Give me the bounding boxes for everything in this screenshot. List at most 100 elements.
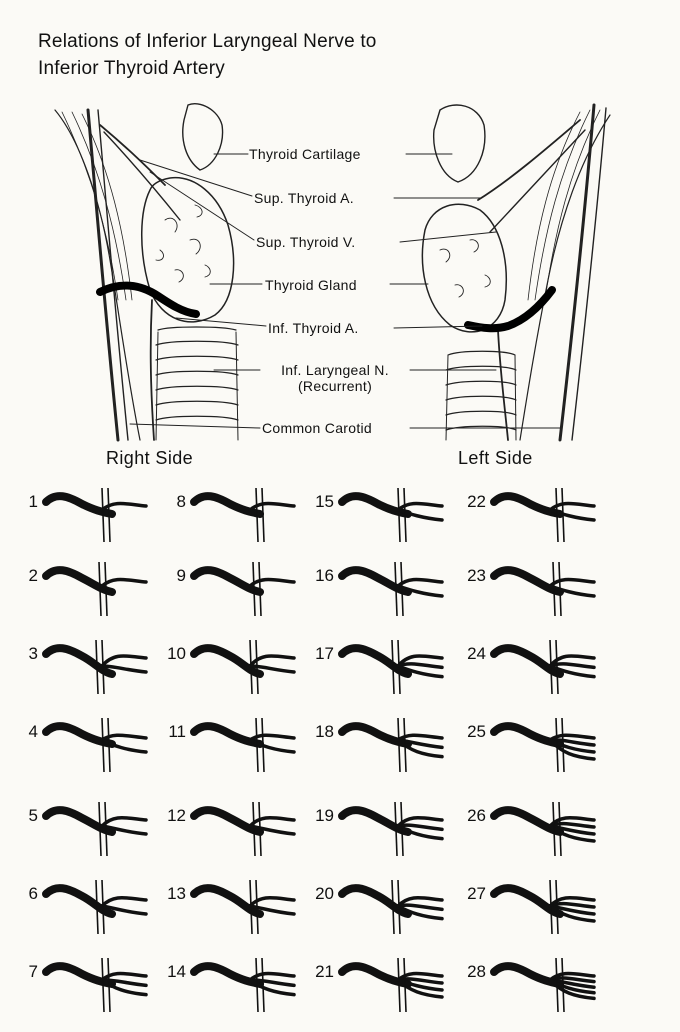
variation-number: 9 xyxy=(176,566,186,585)
variation-9: 9 xyxy=(160,560,310,620)
artery-nerve-sketch xyxy=(338,487,444,543)
variation-number: 27 xyxy=(467,884,486,903)
variation-number: 1 xyxy=(28,492,38,511)
artery-nerve-sketch xyxy=(42,717,148,773)
artery-nerve-sketch xyxy=(490,801,596,857)
variation-20: 20 xyxy=(308,878,458,938)
artery-nerve-sketch xyxy=(490,487,596,543)
variation-number: 10 xyxy=(167,644,186,663)
variation-26: 26 xyxy=(460,800,610,860)
variation-4: 4 xyxy=(12,716,162,776)
variation-11: 11 xyxy=(160,716,310,776)
variation-1: 1 xyxy=(12,486,162,546)
artery-nerve-sketch xyxy=(490,561,596,617)
variation-23: 23 xyxy=(460,560,610,620)
artery-nerve-sketch xyxy=(42,957,148,1013)
artery-nerve-sketch xyxy=(490,879,596,935)
label-nerve-line-2: (Recurrent) xyxy=(297,378,373,394)
variation-number: 28 xyxy=(467,962,486,981)
artery-nerve-sketch xyxy=(338,561,444,617)
artery-nerve-sketch xyxy=(338,879,444,935)
artery-nerve-sketch xyxy=(338,639,444,695)
artery-nerve-sketch xyxy=(190,561,296,617)
variation-25: 25 xyxy=(460,716,610,776)
right-side-anatomy xyxy=(54,103,239,442)
left-side-anatomy xyxy=(421,103,611,442)
variation-number: 22 xyxy=(467,492,486,511)
variation-3: 3 xyxy=(12,638,162,698)
variation-8: 8 xyxy=(160,486,310,546)
variation-7: 7 xyxy=(12,956,162,1016)
variation-number: 16 xyxy=(315,566,334,585)
variation-number: 7 xyxy=(28,962,38,981)
variation-19: 19 xyxy=(308,800,458,860)
artery-nerve-sketch xyxy=(490,717,596,773)
artery-nerve-sketch xyxy=(42,879,148,935)
artery-nerve-sketch xyxy=(42,801,148,857)
left-side-heading: Left Side xyxy=(458,448,533,468)
label-inf-thyroid-artery: Inf. Thyroid A. xyxy=(268,320,359,336)
label-inf-laryngeal-nerve: Inf. Laryngeal N. (Recurrent) xyxy=(262,362,408,394)
variation-17: 17 xyxy=(308,638,458,698)
artery-nerve-sketch xyxy=(190,957,296,1013)
variation-27: 27 xyxy=(460,878,610,938)
leader-lines xyxy=(129,153,561,429)
variation-2: 2 xyxy=(12,560,162,620)
variation-number: 18 xyxy=(315,722,334,741)
variation-number: 4 xyxy=(28,722,38,741)
variation-5: 5 xyxy=(12,800,162,860)
variation-13: 13 xyxy=(160,878,310,938)
variation-number: 12 xyxy=(167,806,186,825)
artery-nerve-sketch xyxy=(338,717,444,773)
variation-14: 14 xyxy=(160,956,310,1016)
artery-nerve-sketch xyxy=(338,801,444,857)
variation-number: 19 xyxy=(315,806,334,825)
label-sup-thyroid-vein: Sup. Thyroid V. xyxy=(256,234,356,250)
label-sup-thyroid-artery: Sup. Thyroid A. xyxy=(254,190,354,206)
artery-nerve-sketch xyxy=(190,801,296,857)
variation-number: 8 xyxy=(176,492,186,511)
artery-nerve-sketch xyxy=(190,639,296,695)
variation-18: 18 xyxy=(308,716,458,776)
variation-24: 24 xyxy=(460,638,610,698)
label-thyroid-cartilage: Thyroid Cartilage xyxy=(249,146,361,162)
label-common-carotid: Common Carotid xyxy=(262,420,373,436)
variation-number: 2 xyxy=(28,566,38,585)
title-line-2: Inferior Thyroid Artery xyxy=(38,58,225,79)
variation-number: 23 xyxy=(467,566,486,585)
right-side-heading: Right Side xyxy=(106,448,194,468)
variation-15: 15 xyxy=(308,486,458,546)
variation-16: 16 xyxy=(308,560,458,620)
variation-number: 14 xyxy=(167,962,186,981)
variation-number: 6 xyxy=(28,884,38,903)
artery-nerve-sketch xyxy=(190,487,296,543)
label-thyroid-gland: Thyroid Gland xyxy=(265,277,357,293)
variation-number: 21 xyxy=(315,962,334,981)
label-nerve-line-1: Inf. Laryngeal N. xyxy=(281,362,389,378)
variation-number: 3 xyxy=(28,644,38,663)
variation-21: 21 xyxy=(308,956,458,1016)
variation-number: 20 xyxy=(315,884,334,903)
artery-nerve-sketch xyxy=(190,717,296,773)
artery-nerve-sketch xyxy=(42,487,148,543)
figure-title: Relations of Inferior Laryngeal Nerve to… xyxy=(38,28,377,82)
artery-nerve-sketch xyxy=(490,957,596,1013)
variation-number: 11 xyxy=(168,722,186,741)
variation-number: 17 xyxy=(315,644,334,663)
variation-22: 22 xyxy=(460,486,610,546)
variation-number: 13 xyxy=(167,884,186,903)
variation-number: 24 xyxy=(467,644,486,663)
variation-28: 28 xyxy=(460,956,610,1016)
artery-nerve-sketch xyxy=(190,879,296,935)
anatomy-illustration xyxy=(54,103,611,442)
variation-number: 25 xyxy=(467,722,486,741)
variation-number: 26 xyxy=(467,806,486,825)
variation-number: 15 xyxy=(315,492,334,511)
artery-nerve-sketch xyxy=(490,639,596,695)
artery-nerve-sketch xyxy=(338,957,444,1013)
variation-6: 6 xyxy=(12,878,162,938)
artery-nerve-sketch xyxy=(42,639,148,695)
variation-number: 5 xyxy=(28,806,38,825)
variation-10: 10 xyxy=(160,638,310,698)
title-line-1: Relations of Inferior Laryngeal Nerve to xyxy=(38,31,377,52)
